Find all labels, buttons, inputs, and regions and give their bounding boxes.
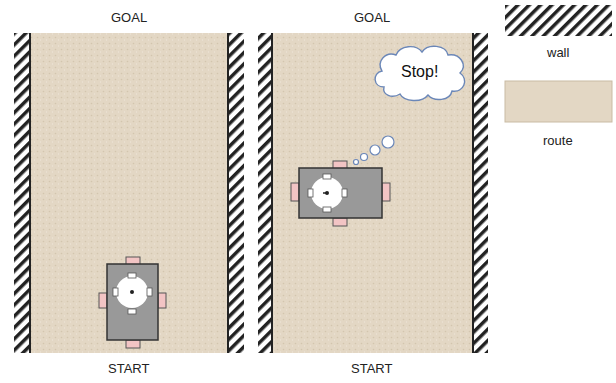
wall (258, 33, 272, 353)
panel-label: START (351, 361, 392, 376)
panel-label: START (108, 361, 149, 376)
robot (99, 257, 166, 348)
route (30, 33, 228, 353)
panel-label: GOAL (111, 10, 147, 25)
robot (291, 161, 390, 226)
wall-swatch (505, 5, 612, 36)
thought-bubbles (354, 136, 395, 165)
legend-label: wall (547, 45, 569, 60)
thought-cloud: Stop! (370, 41, 470, 103)
wall (228, 33, 244, 353)
legend-label: route (543, 133, 573, 148)
wall (14, 33, 30, 353)
legend-swatch (505, 81, 612, 122)
route (272, 33, 473, 353)
cloud-text: Stop! (401, 63, 438, 81)
wall (473, 33, 488, 353)
panel-label: GOAL (354, 10, 390, 25)
